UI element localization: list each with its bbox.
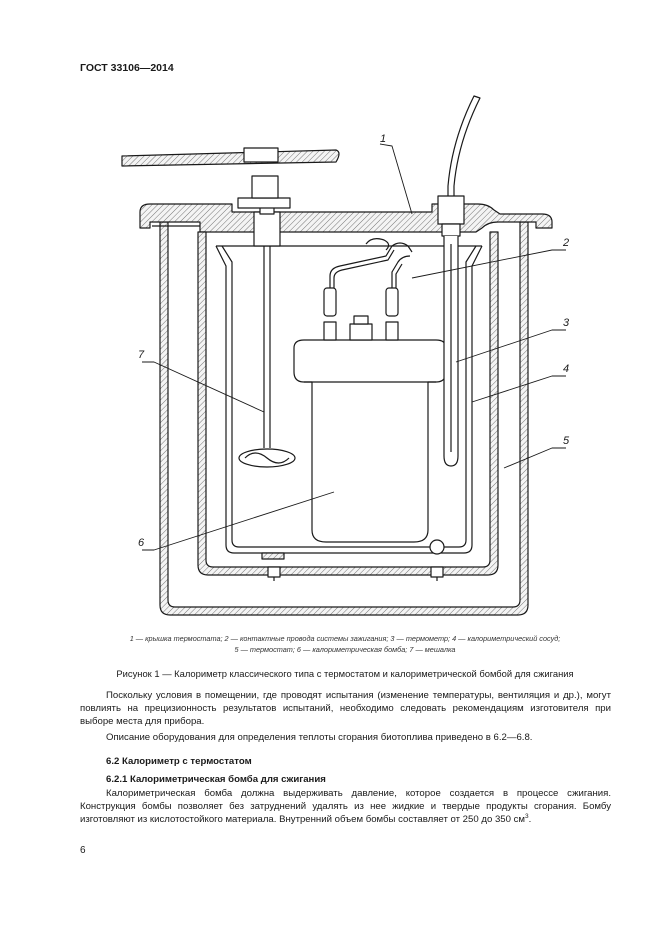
document-header: ГОСТ 33106—2014	[80, 62, 174, 74]
paragraph-description: Описание оборудования для определения те…	[106, 732, 533, 743]
superscript-3: 3	[525, 812, 529, 820]
stirrer-housing	[253, 211, 281, 247]
page-number: 6	[80, 845, 86, 856]
section-heading-6-2-1: 6.2.1 Калориметрическая бомба для сжиган…	[106, 774, 326, 785]
ignition-wires	[329, 242, 413, 288]
figure-caption: Рисунок 1 — Калориметр классического тип…	[116, 668, 574, 679]
paragraph-bomb-end: .	[528, 814, 532, 825]
stirrer-pulley	[121, 149, 340, 167]
section-heading-6-2: 6.2 Калориметр с термостатом	[106, 756, 252, 767]
paragraph-bomb-text: Калориметрическая бомба должна выдержива…	[80, 788, 611, 825]
legend-line-2: 5 — термостат; 6 — калориметрическая бом…	[234, 645, 456, 654]
legend-line-1: 1 — крышка термостата; 2 — контактные пр…	[129, 634, 561, 643]
callout-3: 3	[563, 317, 570, 329]
callout-2: 2	[562, 237, 569, 249]
callout-7: 7	[138, 349, 145, 361]
calorimetric-vessel	[197, 231, 499, 576]
paragraph-conditions: Поскольку условия в помещении, где прово…	[80, 690, 611, 727]
paragraph-bomb: Калориметрическая бомба должна выдержива…	[80, 787, 611, 826]
callout-1: 1	[380, 133, 386, 145]
thermometer	[447, 95, 481, 201]
inner-bath	[215, 245, 483, 554]
thermostat-lid	[139, 203, 553, 233]
callout-4: 4	[563, 363, 569, 375]
callout-6: 6	[138, 537, 145, 549]
callout-5: 5	[563, 435, 570, 447]
combustion-bomb	[293, 339, 447, 543]
figure-legend: 1 — крышка термостата; 2 — контактные пр…	[80, 633, 610, 655]
calorimeter-drawing: 1 2 3 4 5 6 7	[121, 95, 570, 616]
